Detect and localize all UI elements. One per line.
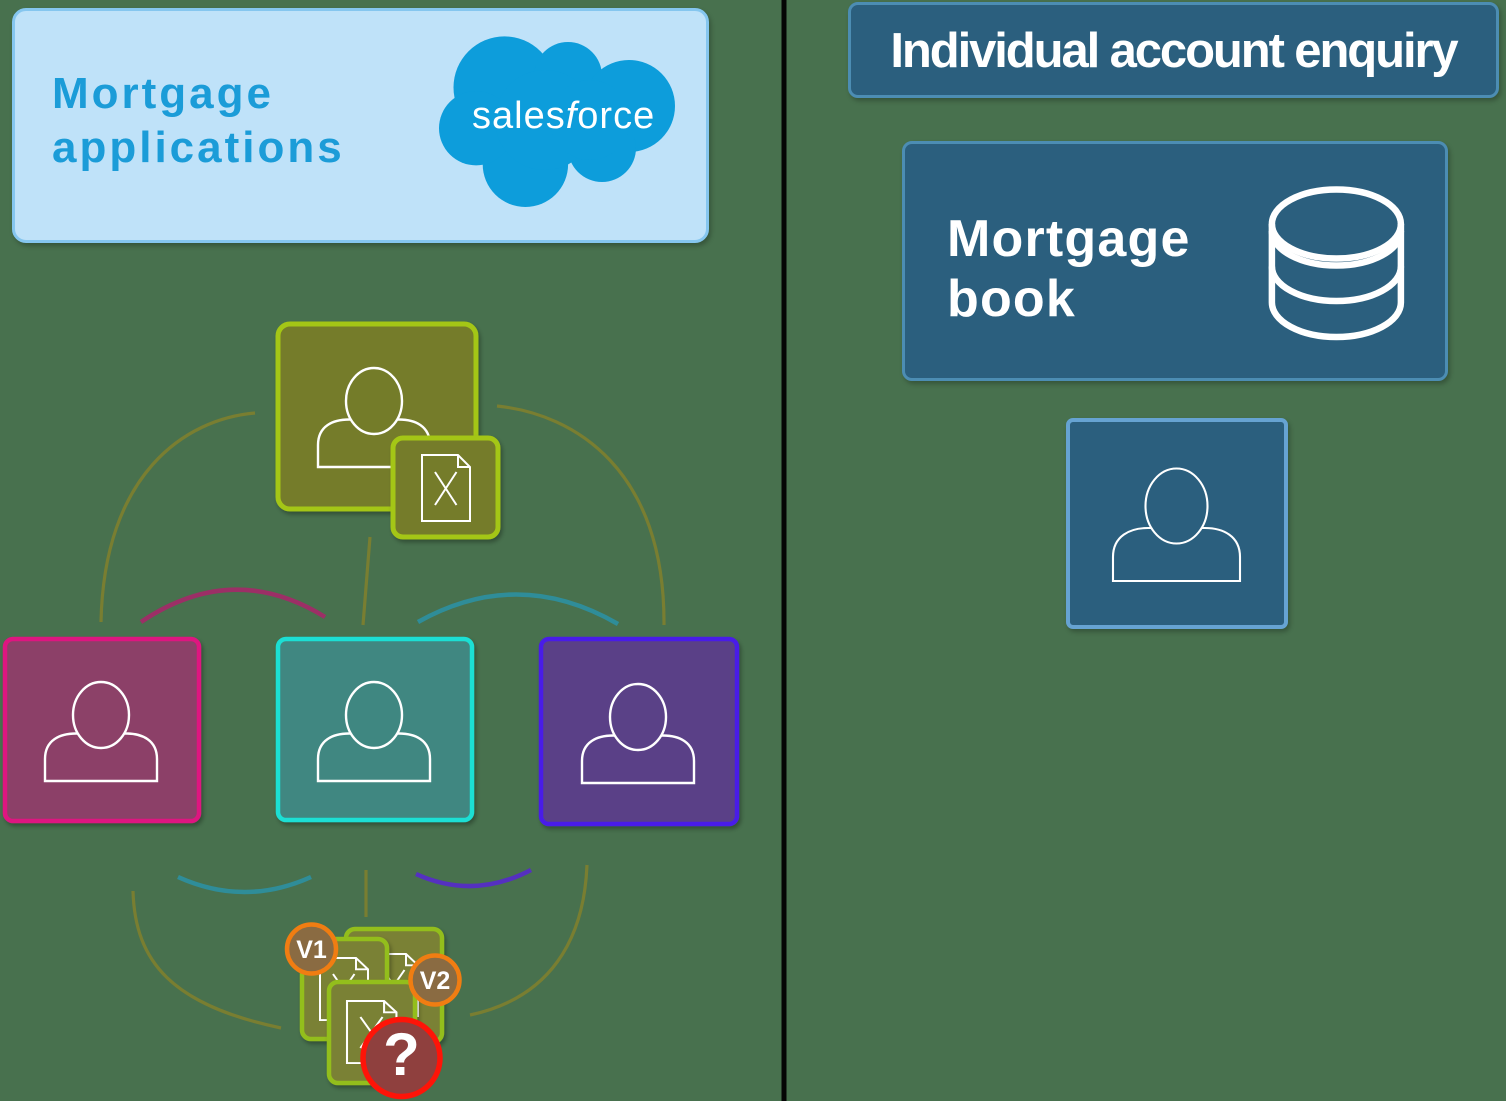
svg-text:?: ?: [383, 1021, 420, 1088]
svg-text:V2: V2: [420, 967, 451, 995]
svg-text:V1: V1: [296, 936, 327, 964]
svg-text:salesforce: salesforce: [472, 95, 655, 137]
